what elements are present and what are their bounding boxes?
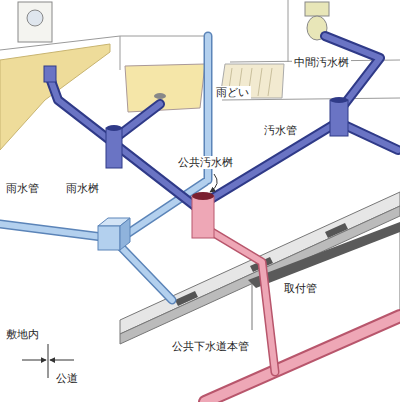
floor-drain (154, 93, 166, 99)
rain-basin-side (120, 218, 130, 250)
bathroom-floor (125, 64, 205, 112)
sewage-pipe-outline (50, 36, 398, 210)
boundary-tick (48, 344, 49, 378)
intermediate-chamber (330, 100, 348, 136)
rain-basin (98, 226, 120, 250)
main-pipe-outline (205, 316, 400, 402)
sewage-pipe (50, 36, 398, 210)
label-holder: 公共下水道本管 (170, 340, 251, 353)
main-pipe (205, 316, 400, 402)
washing-machine-door (27, 10, 43, 26)
gravel-trench (248, 222, 400, 288)
sewage-pipes (50, 36, 398, 210)
label-holder: 汚水管 (262, 124, 299, 137)
part-label: 敷地内 (4, 328, 41, 341)
part-label: 雨どい (214, 86, 251, 99)
label-holder: 公道 (54, 372, 80, 385)
boundary-arrow (50, 360, 74, 361)
leader-arrow (210, 174, 217, 192)
boundary-arrow (22, 360, 46, 361)
part-label: 公共下水道本管 (170, 340, 251, 353)
toilet-tank (305, 2, 329, 16)
part-label: 公共汚水桝 (176, 156, 235, 169)
label-holder: 雨水桝 (64, 182, 101, 195)
label-holder: 雨どい (214, 86, 251, 99)
label-holder: 公共汚水桝 (176, 156, 235, 169)
public-pipes (205, 232, 400, 402)
trench-wall (252, 232, 400, 330)
part-label: 取付管 (282, 282, 319, 295)
part-label: 公道 (54, 372, 80, 385)
label-holder: 敷地内 (4, 328, 41, 341)
inspection-chamber (106, 128, 122, 168)
washing-machine (18, 2, 52, 42)
chamber-top (330, 97, 348, 103)
part-label: 中間汚水桝 (292, 56, 351, 69)
part-label: 雨水桝 (64, 182, 101, 195)
public-chamber (192, 196, 214, 238)
part-label: 雨水管 (4, 182, 41, 195)
label-holder: 雨水管 (4, 182, 41, 195)
label-holder: 中間汚水桝 (292, 56, 351, 69)
part-label: 汚水管 (262, 124, 299, 137)
public-chamber-lid (192, 192, 214, 200)
label-holder: 取付管 (282, 282, 319, 295)
riser (44, 66, 56, 82)
chamber-top (106, 125, 122, 131)
